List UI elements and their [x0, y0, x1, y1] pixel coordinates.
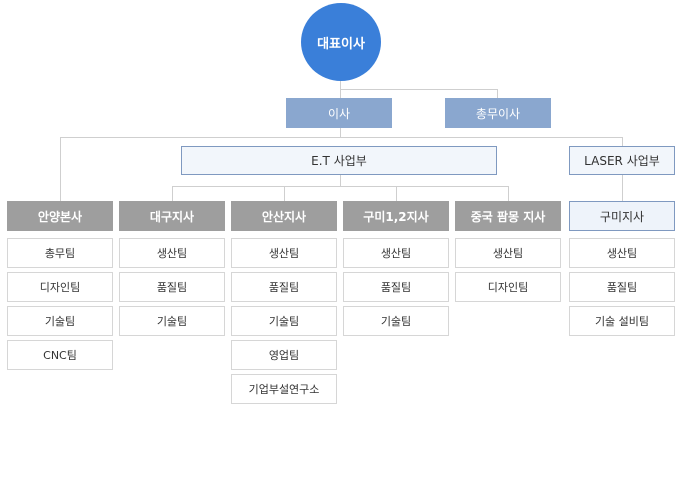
team-box: 품질팀 [231, 272, 337, 302]
director-node: 이사 [286, 98, 392, 128]
connector-et-horizontal [172, 186, 508, 187]
team-box: 생산팀 [119, 238, 225, 268]
ceo-node: 대표이사 [301, 3, 381, 81]
team-box: 생산팀 [343, 238, 449, 268]
branch-gumi-1-2: 구미1,2지사 [343, 201, 449, 231]
team-box: 총무팀 [7, 238, 113, 268]
connector-et-vertical [340, 175, 341, 186]
general-manager-node: 총무이사 [445, 98, 551, 128]
branch-anyang: 안양본사 [7, 201, 113, 231]
team-box: 생산팀 [231, 238, 337, 268]
team-box: 기업부설연구소 [231, 374, 337, 404]
team-box: 품질팀 [569, 272, 675, 302]
connector-laser-branch-vertical [622, 175, 623, 201]
team-box: 품질팀 [119, 272, 225, 302]
team-box: CNC팀 [7, 340, 113, 370]
connector-daegu-vertical [172, 186, 173, 201]
connector-ceo-to-gm [340, 89, 497, 90]
et-division-node: E.T 사업부 [181, 146, 497, 175]
branch-china: 중국 팜몽 지사 [455, 201, 561, 231]
team-box: 디자인팀 [7, 272, 113, 302]
team-box: 디자인팀 [455, 272, 561, 302]
team-box: 생산팀 [455, 238, 561, 268]
branch-daegu: 대구지사 [119, 201, 225, 231]
connector-china-vertical [508, 186, 509, 201]
team-box: 품질팀 [343, 272, 449, 302]
team-box: 기술 설비팀 [569, 306, 675, 336]
connector-director-vertical [340, 128, 341, 137]
connector-laser-vertical [622, 137, 623, 146]
team-box: 기술팀 [343, 306, 449, 336]
branch-ansan: 안산지사 [231, 201, 337, 231]
connector-gm-vertical [497, 89, 498, 98]
laser-division-node: LASER 사업부 [569, 146, 675, 175]
connector-ansan-vertical [284, 186, 285, 201]
team-box: 기술팀 [119, 306, 225, 336]
team-box: 영업팀 [231, 340, 337, 370]
connector-gumi12-vertical [396, 186, 397, 201]
connector-anyang-vertical [60, 137, 61, 201]
branch-gumi: 구미지사 [569, 201, 675, 231]
team-box: 기술팀 [231, 306, 337, 336]
team-box: 기술팀 [7, 306, 113, 336]
connector-main-horizontal [60, 137, 622, 138]
team-box: 생산팀 [569, 238, 675, 268]
